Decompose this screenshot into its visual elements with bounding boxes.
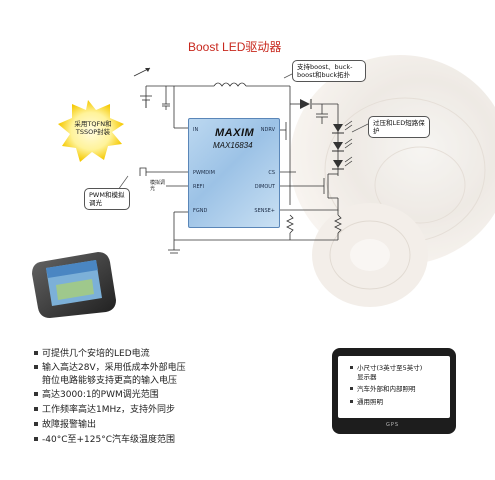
dimming-callout-text: PWM和模拟调光 [89, 191, 125, 207]
package-starburst [58, 100, 124, 162]
application-item: 显示器 [357, 373, 377, 381]
feature-item: 故障报警输出 [34, 419, 96, 431]
diagram-title: Boost LED驱动器 [188, 40, 282, 54]
boost-diode [300, 99, 310, 109]
pin-sense: SENSE+ [254, 208, 275, 214]
feature-item: 工作频率高达1MHz，支持外同步 [34, 404, 175, 416]
application-item: 汽车外部和内部照明 [350, 385, 416, 394]
feature-item: -40°C至+125°C汽车级温度范围 [34, 434, 175, 446]
feature-item: 可提供几个安培的LED电流 [34, 348, 150, 360]
maxim-logo: MAXIM [215, 127, 255, 139]
dimming-callout: PWM和模拟调光 [84, 188, 130, 210]
topology-callout-text: 支持boost、buck-boost和buck拓扑 [297, 63, 353, 79]
application-item: 小尺寸(3英寸至5英寸) [350, 364, 422, 373]
protection-callout: 过压和LED短路保护 [368, 116, 430, 138]
feature-item: 输入高达28V，采用低成本外部电压 [34, 362, 186, 374]
pin-fgnd: FGND [193, 208, 208, 214]
pin-in: IN [193, 127, 199, 133]
application-item: 通用照明 [350, 398, 383, 407]
pwm-pulse-symbol [139, 167, 147, 176]
gps-unit-screen [338, 356, 450, 418]
headlamp-background [290, 55, 495, 307]
gps-label: GPS [386, 422, 400, 428]
pin-cs: CS [268, 170, 275, 176]
pin-pwmdim: PWMDIM [193, 170, 215, 176]
pin-ndrv: NDRV [260, 127, 275, 133]
chip-part-number: MAX16834 [213, 141, 253, 150]
max16834-chip: MAXIM MAX16834 IN NDRV PWMDIM CS REFI DI… [188, 118, 280, 228]
package-callout-text: 采用TQFN和TSSOP封装 [74, 120, 112, 136]
led-string [332, 124, 344, 170]
topology-callout: 支持boost、buck-boost和buck拓扑 [292, 60, 366, 82]
pin-refi: REFI [193, 184, 204, 190]
feature-item: 高达3000:1的PWM调光范围 [34, 389, 159, 401]
protection-callout-text: 过压和LED短路保护 [373, 119, 425, 135]
analog-dim-label: 模拟调光 [150, 180, 166, 192]
pin-dimout: DIMOUT [254, 184, 275, 190]
feature-item: 箝位电路能够支持更高的输入电压 [42, 376, 178, 386]
handheld-gps-device [32, 252, 116, 318]
package-callout: 采用TQFN和TSSOP封装 [74, 120, 112, 136]
